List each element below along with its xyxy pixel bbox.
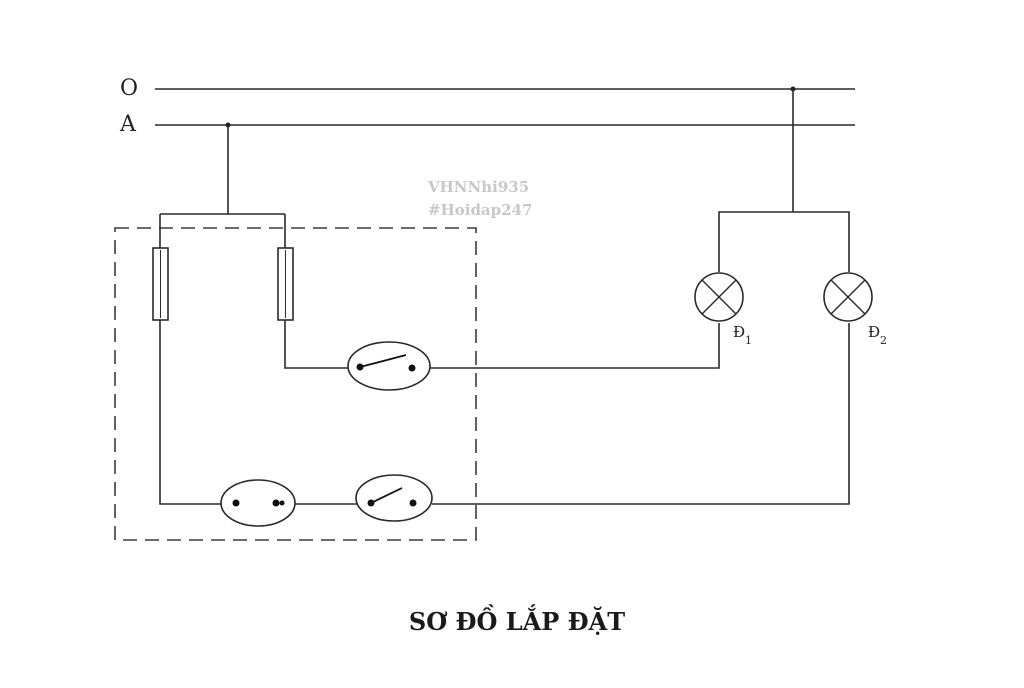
lamp-1-label: Đ [733,323,745,341]
lamp-neutral-bus-wire [718,211,850,272]
switch-2 [355,474,433,522]
line-a-label: A [119,112,137,137]
lamp-2-icon [823,272,873,322]
switch-1 [347,341,431,391]
fuse-2 [277,247,294,321]
switch-panel-box [114,227,477,541]
line-o-label: O [120,76,138,101]
diagram-title: SƠ ĐỒ LẮP ĐẶT [409,604,625,636]
lamp-1-subscript: 1 [745,334,752,347]
fuse2-to-switch1-wire [284,320,350,369]
lamp-1-icon [694,272,744,322]
socket-outlet [220,479,296,527]
fuse-1 [152,247,169,321]
fuse1-down-wire [159,320,221,505]
switch1-to-lamp1-wire [430,323,720,369]
switch2-to-lamp2-wire [432,323,850,505]
watermark-line-1: VHNNhi935 [427,178,529,196]
lamp-2-subscript: 2 [880,334,887,347]
watermark-line-2: #Hoidap247 [428,201,532,219]
lamp-2-label: Đ [868,323,880,341]
